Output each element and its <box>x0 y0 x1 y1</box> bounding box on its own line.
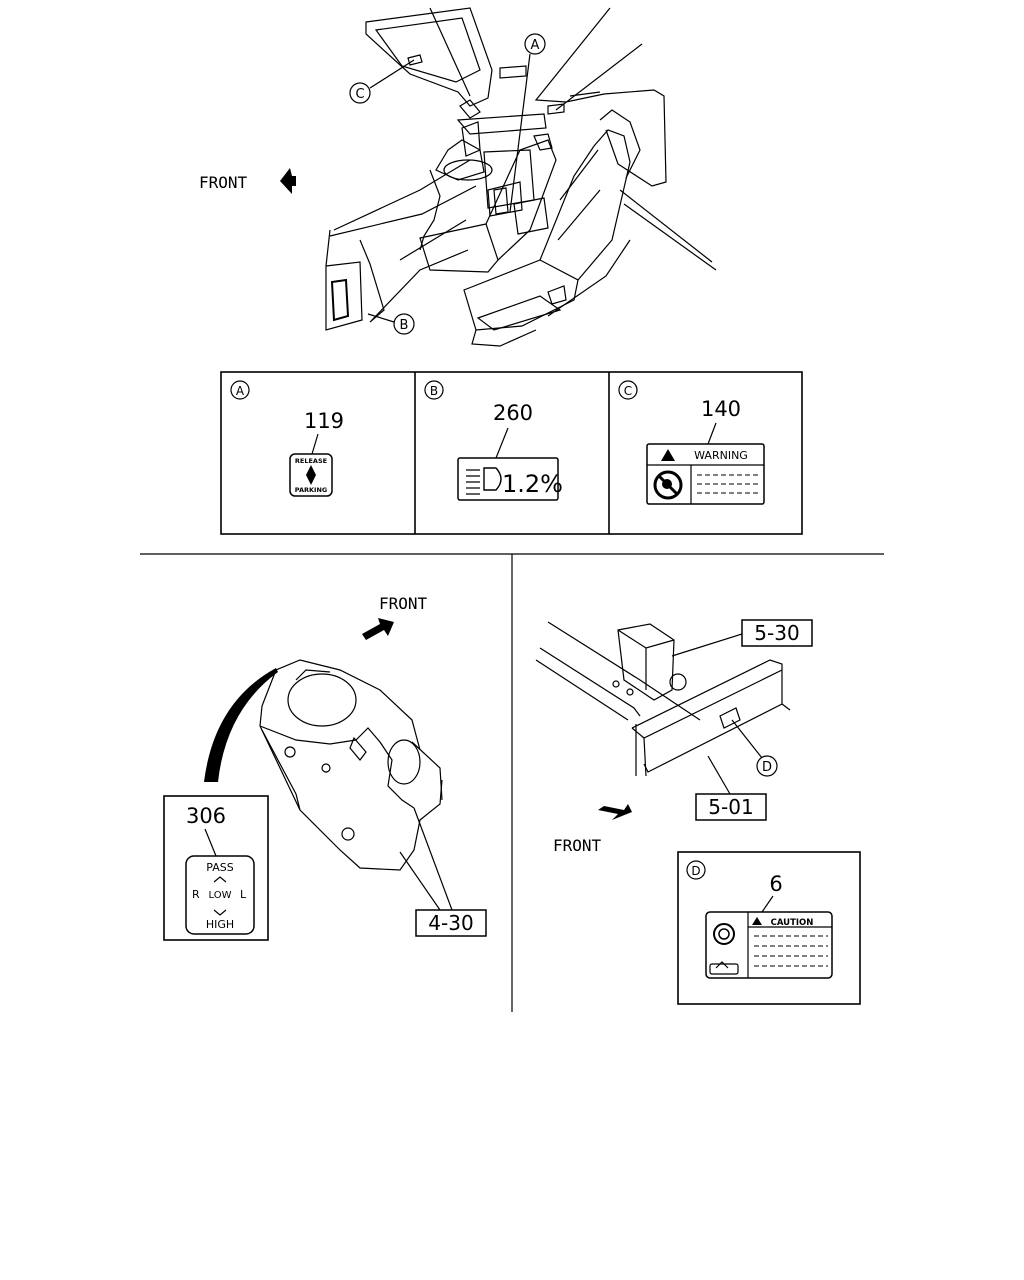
cell-d-callout: D <box>691 864 700 878</box>
prohibition-icon <box>653 470 683 500</box>
callout-b-leader: B <box>367 313 415 335</box>
ref-box-4-30: 4-30 <box>415 909 487 937</box>
part-number-260: 260 <box>493 401 533 425</box>
part-number-6: 6 <box>769 872 782 896</box>
high-text: HIGH <box>206 918 234 931</box>
cell-b-callout: B <box>430 384 438 398</box>
ref-4-30-text: 4-30 <box>428 911 473 935</box>
headlight-aim-text: 1.2% <box>502 470 563 498</box>
front-arrow-lever-icon <box>362 618 394 640</box>
warning-text: WARNING <box>694 449 748 462</box>
lever-switch-illustration <box>259 659 453 911</box>
label-cell-b: B 260 1.2% <box>424 380 563 501</box>
ref-box-5-30: 5-30 <box>671 619 813 657</box>
lever-label-box: 306 PASS R LOW L HIGH <box>163 795 269 941</box>
callout-d: D <box>762 760 772 775</box>
label-table <box>220 371 803 535</box>
pass-text: PASS <box>206 861 233 874</box>
ref-5-30-text: 5-30 <box>754 621 799 645</box>
callout-c: C <box>355 87 364 102</box>
lever-pointer-icon <box>204 668 278 782</box>
label-cell-a: A 119 RELEASE PARKING <box>230 380 344 497</box>
callout-c-leader: C <box>349 59 415 104</box>
part-number-119: 119 <box>304 409 344 433</box>
cab-interior-illustration <box>325 7 717 347</box>
callout-a-leader: A <box>509 33 546 213</box>
parking-text: PARKING <box>295 486 327 494</box>
cell-a-callout: A <box>236 384 245 398</box>
part-number-140: 140 <box>701 397 741 421</box>
part-number-306: 306 <box>186 804 226 828</box>
front-label-frame: FRONT <box>553 836 602 855</box>
caution-triangle-icon <box>752 917 762 925</box>
r-text: R <box>192 888 200 901</box>
cell-c-callout: C <box>624 384 632 398</box>
ref-box-5-01: 5-01 <box>695 755 767 821</box>
front-label-top: FRONT <box>199 173 248 192</box>
front-label-lever: FRONT <box>379 594 428 613</box>
release-text: RELEASE <box>295 457 327 465</box>
fuel-cap-icon <box>709 923 739 975</box>
label-cell-c: C 140 WARNING <box>618 380 765 505</box>
callout-d-leader: D <box>731 719 778 777</box>
front-arrow-top-icon <box>280 168 296 194</box>
callout-b: B <box>400 318 409 333</box>
caution-text: CAUTION <box>771 918 814 928</box>
frame-rail-illustration <box>535 621 791 777</box>
callout-a: A <box>531 38 540 53</box>
ref-5-01-text: 5-01 <box>708 795 753 819</box>
label-box-d: D 6 CAUTION <box>677 851 861 1005</box>
release-diamond-icon <box>306 465 316 485</box>
warning-triangle-icon <box>661 449 675 461</box>
front-arrow-frame-icon <box>598 804 632 820</box>
low-text: LOW <box>209 890 232 901</box>
l-text: L <box>240 888 247 901</box>
headlight-icon <box>466 467 502 495</box>
